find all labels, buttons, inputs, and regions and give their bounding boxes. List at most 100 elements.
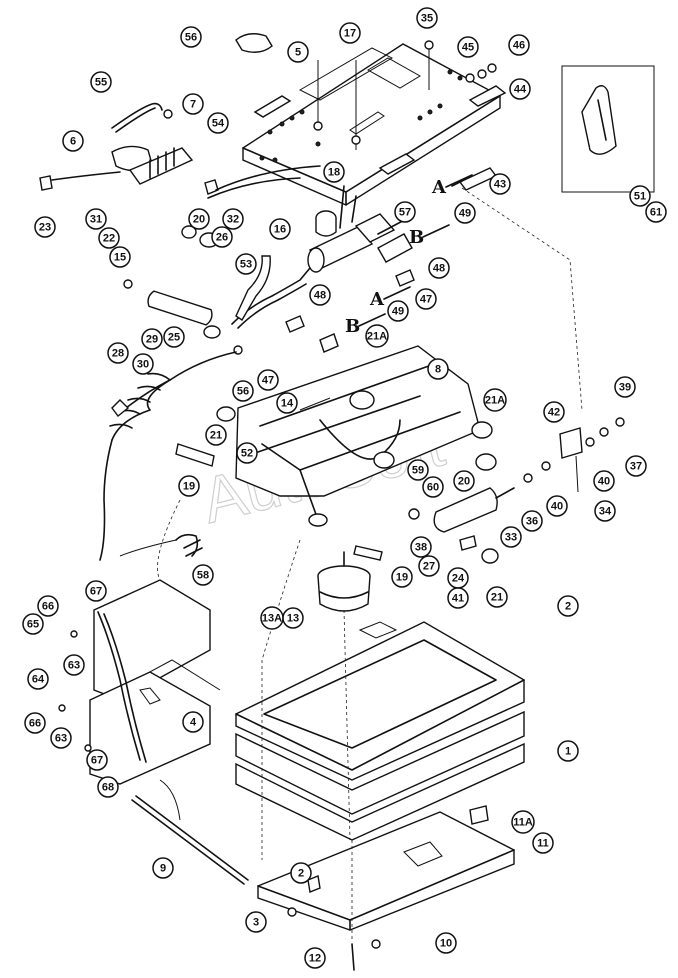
guide-lines [157, 187, 583, 841]
callout-56: 56 [180, 26, 202, 48]
callout-label: 15 [114, 252, 126, 264]
callout-47: 47 [257, 369, 279, 391]
strap-detail-box [561, 65, 655, 193]
callout-15: 15 [109, 246, 131, 268]
callout-28: 28 [107, 342, 129, 364]
callout-44: 44 [509, 78, 531, 100]
release-handle [51, 145, 321, 199]
callout-55: 55 [90, 71, 112, 93]
callout-label: 35 [421, 13, 433, 25]
callout-label: 63 [55, 733, 67, 745]
callout-label: 49 [392, 306, 404, 318]
callout-11A: 11A [511, 810, 535, 834]
callout-59: 59 [407, 459, 429, 481]
callout-65: 65 [22, 613, 44, 635]
callout-label: 13 [287, 613, 299, 625]
callout-label: 11 [537, 838, 549, 850]
callout-63: 63 [50, 727, 72, 749]
callout-46: 46 [508, 34, 530, 56]
callout-label: 45 [462, 42, 474, 54]
callout-49: 49 [387, 300, 409, 322]
callout-9: 9 [152, 857, 174, 879]
callout-label: 32 [227, 214, 239, 226]
callout-48: 48 [428, 257, 450, 279]
callout-27: 27 [418, 555, 440, 577]
callout-label: 8 [435, 364, 441, 376]
callout-6: 6 [62, 130, 84, 152]
callout-label: 41 [452, 593, 464, 605]
callout-4: 4 [182, 711, 204, 733]
callout-67: 67 [85, 580, 107, 602]
callout-label: 29 [146, 334, 158, 346]
callout-label: 48 [314, 290, 326, 302]
callout-21: 21 [486, 586, 508, 608]
callout-39: 39 [614, 376, 636, 398]
callout-57: 57 [394, 201, 416, 223]
callout-18: 18 [323, 161, 345, 183]
callout-label: 17 [344, 28, 356, 40]
callout-label: 51 [634, 191, 646, 203]
callout-label: 38 [415, 542, 427, 554]
callout-67: 67 [86, 749, 108, 771]
callout-45: 45 [457, 36, 479, 58]
callout-label: 16 [274, 224, 286, 236]
callout-21A: 21A [365, 324, 389, 348]
rear-bracket-assembly [58, 539, 301, 860]
callout-label: 64 [32, 674, 45, 686]
callout-label: 19 [183, 481, 195, 493]
section-arrow [383, 286, 411, 300]
callout-label: 13A [262, 613, 282, 625]
callout-51: 51 [629, 185, 651, 207]
callout-label: 14 [281, 398, 294, 410]
callout-label: 21A [485, 395, 505, 407]
callout-label: 43 [494, 179, 506, 191]
callout-label: 22 [103, 233, 115, 245]
section-mark-a: A [369, 289, 385, 310]
callout-41: 41 [447, 587, 469, 609]
callout-21: 21 [205, 424, 227, 446]
callout-label: 10 [440, 938, 452, 950]
callout-43: 43 [489, 173, 511, 195]
callout-label: 60 [427, 482, 439, 494]
callout-label: 42 [548, 407, 560, 419]
callout-29: 29 [141, 328, 163, 350]
callout-label: 12 [309, 953, 321, 965]
shock-absorber-parts [123, 225, 271, 355]
callout-20: 20 [188, 208, 210, 230]
callout-58: 58 [192, 564, 214, 586]
callout-19: 19 [178, 475, 200, 497]
callout-66: 66 [24, 712, 46, 734]
callout-34: 34 [594, 500, 616, 522]
callout-49: 49 [454, 202, 476, 224]
callout-66: 66 [37, 595, 59, 617]
callout-64: 64 [27, 668, 49, 690]
callout-3: 3 [245, 911, 267, 933]
callout-38: 38 [410, 536, 432, 558]
callout-label: 56 [237, 386, 249, 398]
section-mark-b: B [345, 316, 360, 337]
callout-label: 37 [630, 461, 642, 473]
callout-label: 19 [396, 572, 408, 584]
callout-53: 53 [235, 253, 257, 275]
right-hardware [523, 417, 625, 493]
air-spring [317, 551, 371, 612]
callout-label: 57 [399, 207, 411, 219]
callout-13A: 13A [260, 606, 284, 630]
callout-label: 68 [102, 782, 114, 794]
callout-label: 9 [160, 863, 166, 875]
top-mounting-plate [242, 43, 507, 206]
callout-label: 3 [253, 917, 259, 929]
callout-label: 33 [505, 532, 517, 544]
callout-33: 33 [500, 526, 522, 548]
bellows-boot [235, 621, 525, 841]
callout-label: 34 [599, 506, 612, 518]
callout-2: 2 [290, 862, 312, 884]
callout-37: 37 [625, 455, 647, 477]
callout-label: 6 [70, 136, 76, 148]
callout-label: 25 [168, 332, 180, 344]
callout-label: 56 [185, 32, 197, 44]
callout-label: 53 [240, 259, 252, 271]
callout-label: 63 [68, 660, 80, 672]
callout-54: 54 [207, 112, 229, 134]
